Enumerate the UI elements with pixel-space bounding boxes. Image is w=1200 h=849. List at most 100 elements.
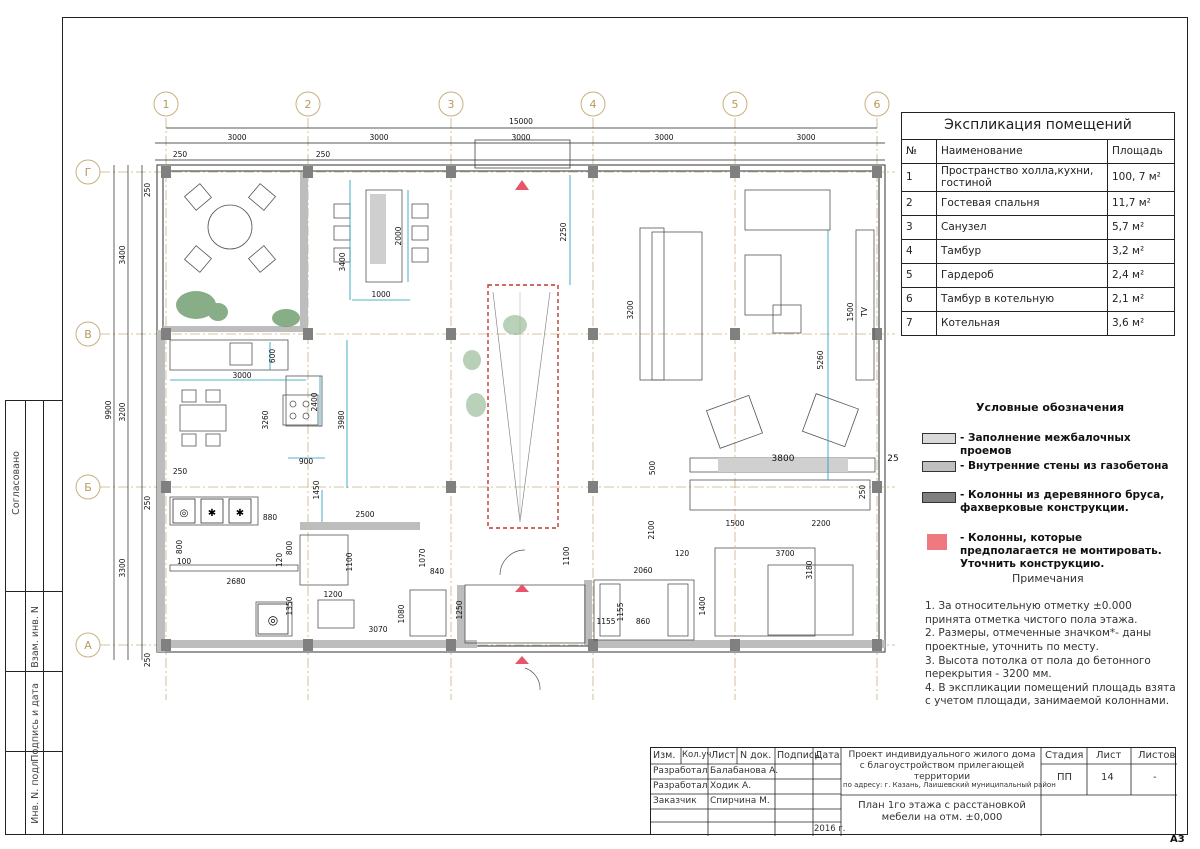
stamp-header: Дата xyxy=(815,750,840,761)
timber-columns xyxy=(161,166,882,651)
dim-bed: 3700 xyxy=(775,549,794,558)
dim-left-small: 250 xyxy=(143,653,152,668)
axis-bubble-B xyxy=(75,474,101,500)
dim-800: 800 xyxy=(175,540,184,555)
dim-table-length: 2000 xyxy=(394,226,403,245)
dim-120b: 120 xyxy=(675,549,690,558)
axis-label: А xyxy=(84,639,92,652)
dim-1100: 1100 xyxy=(345,552,354,571)
dim-500: 500 xyxy=(648,461,657,476)
dim-800b: 800 xyxy=(285,541,294,556)
drawing-frame xyxy=(62,17,1188,835)
interbeam-fill xyxy=(718,458,848,472)
washer-icon: ◎ xyxy=(180,508,189,519)
axis-label: В xyxy=(84,328,92,341)
title-block: Изм. Кол.уч Лист N док. Подпись Дата Раз… xyxy=(650,747,1177,836)
dim-wall-offset: 250 xyxy=(316,150,331,159)
dim-living-height: 5260 xyxy=(816,350,825,369)
row-area: 3,6 м² xyxy=(1107,311,1175,337)
dim-1400: 1400 xyxy=(698,596,707,615)
row-area: 11,7 м² xyxy=(1107,191,1175,217)
lower-left-rooms xyxy=(169,522,447,637)
dim-1100b: 1100 xyxy=(562,546,571,565)
dim-1350: 1350 xyxy=(285,596,294,615)
side-col-1 xyxy=(6,401,26,834)
dim-bath-width: 2500 xyxy=(355,510,374,519)
dim-top-span: 3000 xyxy=(796,133,815,142)
row-number: 6 xyxy=(901,287,937,313)
row-name: Котельная xyxy=(936,311,1108,337)
row-name: Гардероб xyxy=(936,263,1108,289)
axis-label: 1 xyxy=(163,98,170,111)
dim-kitchen-run: 3000 xyxy=(232,371,251,380)
explication-header: № xyxy=(901,139,937,164)
axis-bubble-2 xyxy=(295,91,321,117)
fan-icon: ✱ xyxy=(236,508,244,519)
side-divider xyxy=(6,671,63,672)
dining-dimensions xyxy=(349,180,410,301)
axis-bubbles xyxy=(75,91,890,658)
dim-top-span: 3000 xyxy=(369,133,388,142)
row-number: 2 xyxy=(901,191,937,217)
row-number: 1 xyxy=(901,162,937,193)
sheet-title: План 1го этажа с расстановкой мебели на … xyxy=(858,800,1026,823)
note-item: 2. Размеры, отмеченные значком*- даны пр… xyxy=(925,627,1152,653)
row-name: Пространство холла,кухни, гостиной xyxy=(936,162,1108,193)
notes-list: 1. За относительную отметку ±0.000 приня… xyxy=(925,600,1180,709)
axis-bubble-V xyxy=(75,321,101,347)
dim-island: 900 xyxy=(299,457,314,466)
dim-1070: 1070 xyxy=(418,548,427,567)
dim-wall-offset: 250 xyxy=(173,150,188,159)
dim-250: 250 xyxy=(173,467,188,476)
project-address: по адресу: г. Казань, Лаишевский муницип… xyxy=(843,781,1056,789)
stamp-header: Лист xyxy=(711,750,736,761)
stage-value: ПП xyxy=(1057,772,1073,783)
stamp-person: Спирчина М. xyxy=(710,796,770,806)
stamp-role: Разработал xyxy=(653,766,708,776)
stamp-role: Заказчик xyxy=(653,796,697,806)
kitchen-dimensions xyxy=(170,340,348,525)
table-shade xyxy=(370,194,386,264)
dim-corridor: 3980 xyxy=(337,410,346,429)
boiler-icon: ◎ xyxy=(268,613,278,627)
top-dimension-lines xyxy=(113,127,885,660)
entrance-bottom xyxy=(464,549,586,691)
dim-left-small: 250 xyxy=(143,496,152,511)
dim-120: 120 xyxy=(275,553,284,568)
axis-label: 4 xyxy=(590,98,597,111)
axis-bubble-6 xyxy=(864,91,890,117)
stamp-header: Кол.уч xyxy=(682,750,712,760)
axis-label: Б xyxy=(84,481,92,494)
row-number: 5 xyxy=(901,263,937,289)
dim-top-span: 3000 xyxy=(511,133,530,142)
explication-header: Наименование xyxy=(936,139,1108,164)
legend-swatch xyxy=(922,492,956,503)
dim-3070: 3070 xyxy=(368,625,387,634)
axis-label: Г xyxy=(85,166,92,179)
stamp-header: N док. xyxy=(740,750,772,761)
legend-swatch xyxy=(922,433,956,444)
legend-swatch xyxy=(927,534,947,550)
entrance-top xyxy=(474,139,571,190)
dim-tv: 1500 xyxy=(846,302,855,321)
wardrobe-area xyxy=(593,579,695,641)
note-item: 4. В экспликации помещений площадь взята… xyxy=(925,681,1176,708)
sheet-label: Лист xyxy=(1096,750,1122,761)
dim-2200: 2200 xyxy=(811,519,830,528)
row-name: Гостевая спальня xyxy=(936,191,1108,217)
dim-1155b: 1155 xyxy=(616,602,625,621)
dim-stair-offset: 2250 xyxy=(559,222,568,241)
dim-860: 860 xyxy=(636,617,651,626)
dim-250c: 250 xyxy=(858,485,867,500)
side-divider xyxy=(6,751,63,752)
row-area: 2,1 м² xyxy=(1107,287,1175,313)
living-room xyxy=(639,189,876,637)
dim-1080: 1080 xyxy=(397,604,406,623)
row-area: 3,2 м² xyxy=(1107,239,1175,265)
stage-label: Стадия xyxy=(1045,750,1084,761)
